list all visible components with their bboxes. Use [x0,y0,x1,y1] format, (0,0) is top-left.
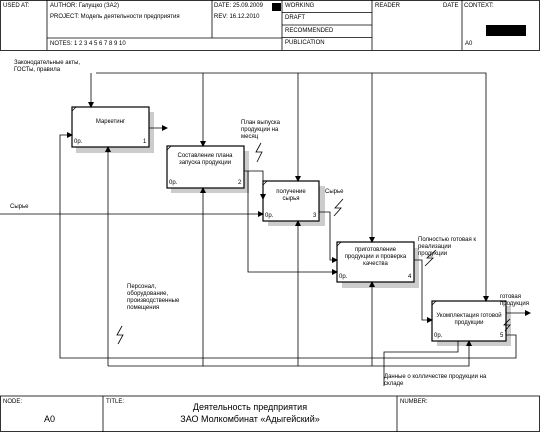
raw-in-arrow-label: Сырье [10,204,29,210]
plan-to-quality-arrow [247,171,338,275]
box-1-label: Маркетинг [95,119,126,125]
staff-to-completion-arrow [203,340,472,367]
plan-squiggle [255,142,263,163]
reader-field: READER [375,3,401,9]
node-value: A0 [44,414,56,424]
activity-box-3 [262,180,320,222]
node-code: A0 [465,41,473,47]
staff-arrow-label: Персонал, оборудование, производственные… [127,284,180,311]
raw-out-arrow-label: Сырье [325,189,344,195]
quality-output-arrow [414,259,433,323]
status-draft: DRAFT [285,15,305,21]
box-3-label: получение сырья [276,189,306,202]
staff-squiggle [116,325,124,345]
warehouse-feedback-arrow [59,132,517,359]
title-label: TITLE: [106,399,125,405]
box-5-op: 0р. [434,333,443,339]
status-recommended: RECOMMENDED [285,28,334,34]
box-2-num: 2 [238,180,242,186]
box-4-op: 0р. [339,274,348,280]
context-field: CONTEXT: [464,3,494,9]
staff-to-plan-arrow [108,187,206,367]
activity-box-1 [71,106,150,148]
plan-output-arrow [244,170,266,200]
box-2-op: 0р. [169,180,178,186]
date-field: DATE: 25.09.2009 [214,3,263,9]
number-label: NUMBER: [400,399,428,405]
notes-field: NOTES: 1 2 3 4 5 6 7 8 9 10 [50,41,126,47]
box-2-label: Составление плана запуска продукции [177,153,233,166]
status-publication: PUBLICATION [285,40,325,46]
date2-field: DATE [443,3,459,9]
box-5-label: Укомплектация готовой продукции [436,313,502,326]
plan-arrow-label: План выпуска продукции на месяц [241,120,280,140]
rev-field: REV: 16.12.2010 [214,14,260,20]
box-4-num: 4 [408,274,412,280]
diagram-title-line1: Деятельность предприятия [192,402,308,412]
ready-arrow-label: Полностью готовая к реализации продукции [418,237,476,257]
context-marker [486,25,526,36]
box-3-op: 0р. [265,213,274,219]
output-arrow-label: готовая продукция [500,294,529,307]
diagram-title-line2: ЗАО Молкомбинат «Адыгейский» [180,414,320,424]
activity-box-4 [336,241,415,283]
raw-squiggle [333,198,344,217]
raw-output-arrow [319,211,338,263]
laws-bus-arrow [96,72,489,302]
author-field: AUTHOR: Галущко (ЗА2) [50,3,120,9]
used-at-label: USED AT: [3,3,30,9]
box-4-label: приготовление продукции и проверка качес… [344,247,407,267]
laws-arrow-label: Законодательные акты, ГОСТы, правила [14,60,81,73]
box-3-num: 3 [313,213,317,219]
status-working: WORKING [285,3,315,9]
project-field: PROJECT: Модель деятельности предприятия [50,14,180,20]
warehouse-data-line [383,341,459,386]
ready-squiggle [424,249,437,267]
box-5-num: 5 [500,333,504,339]
working-check-mark [272,3,281,11]
activity-box-5 [431,300,507,342]
box-1-op: 0р. [74,139,83,145]
node-label: NODE: [3,399,23,405]
warehouse-arrow-label: Данные о колличестве продукции на складе [384,374,487,387]
output-squiggle [503,318,511,332]
box-1-num: 1 [143,139,147,145]
